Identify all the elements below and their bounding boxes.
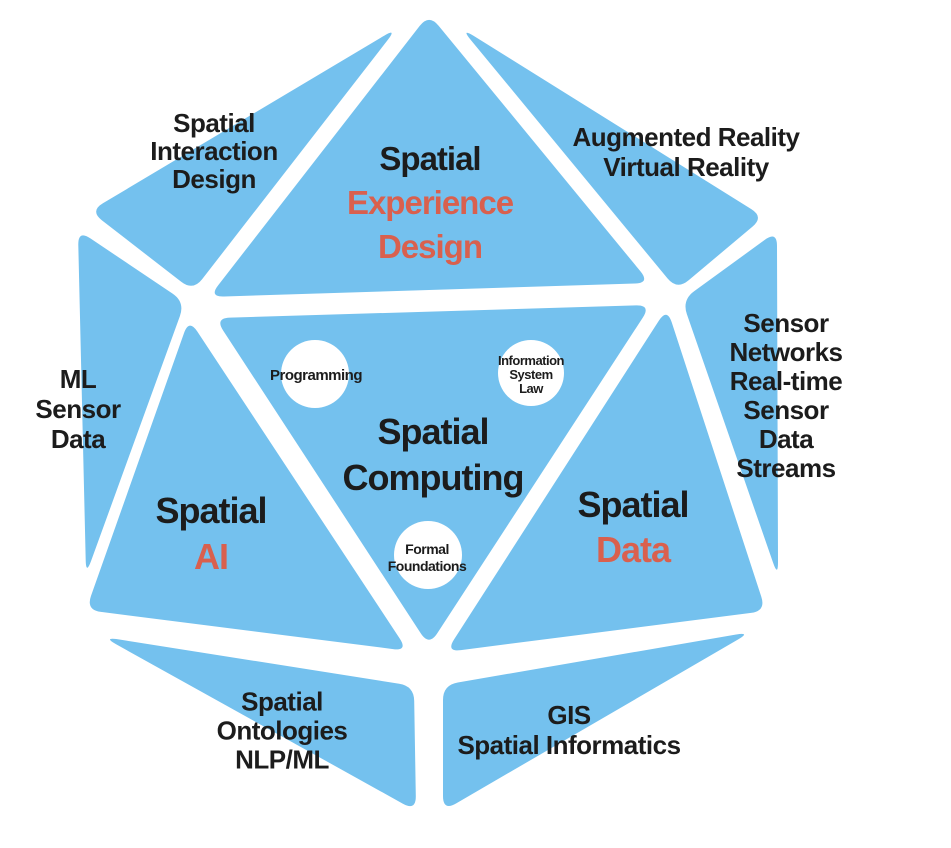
augmented-virtual-reality-label-line-2: Virtual Reality — [603, 152, 769, 182]
gis-spatial-informatics-label-line-1: GIS — [547, 700, 591, 730]
sensor-networks-streams-label-line-1: Sensor — [743, 308, 829, 338]
sensor-networks-streams-label-line-5: Data — [758, 424, 814, 454]
spatial-ai-label-line-2: AI — [193, 536, 229, 577]
spatial-computing-label-line-1: Spatial — [377, 411, 489, 452]
spatial-data-label-line-2: Data — [595, 529, 671, 570]
ml-sensor-data-label-line-1: ML — [59, 364, 97, 394]
programming-label: Programming — [269, 367, 363, 384]
spatial-interaction-design-flap — [96, 32, 392, 286]
spatial-data-triangle — [451, 314, 763, 651]
information-system-law-label-line-2: System — [509, 367, 553, 382]
sensor-networks-streams-label-line-2: Networks — [729, 337, 843, 367]
spatial-ontologies-label-line-2: Ontologies — [216, 715, 348, 746]
spatial-ontologies-flap — [109, 638, 416, 807]
formal-foundations-circle — [394, 521, 462, 589]
augmented-virtual-reality-flap — [466, 32, 758, 285]
sensor-networks-streams-label-line-6: Streams — [736, 453, 836, 483]
spatial-interaction-design-label-line-2: Interaction — [150, 136, 278, 166]
spatial-ai-label-line-1: Spatial — [155, 490, 267, 531]
spatial-computing-label-line-2: Computing — [342, 457, 525, 498]
formal-foundations-label-line-1: Formal — [405, 541, 449, 557]
spatial-experience-design-label-line-2: Experience — [346, 184, 514, 221]
ml-sensor-data-label-line-3: Data — [50, 424, 106, 454]
spatial-ai-triangle — [89, 325, 403, 650]
ml-sensor-data-label-line-2: Sensor — [35, 394, 121, 424]
programming-circle — [281, 340, 349, 408]
spatial-experience-design-label-line-1: Spatial — [379, 140, 481, 177]
sensor-networks-streams-label-line-3: Real-time — [729, 366, 843, 396]
spatial-interaction-design-label-line-3: Design — [172, 164, 256, 194]
augmented-virtual-reality-label-line-1: Augmented Reality — [572, 122, 801, 152]
spatial-ontologies-label-line-1: Spatial — [241, 686, 323, 717]
gis-spatial-informatics-label-line-2: Spatial Informatics — [457, 730, 681, 760]
spatial-ontologies-label-line-3: NLP/ML — [235, 744, 329, 775]
spatial-experience-design-label-line-3: Design — [377, 228, 483, 265]
information-system-law-circle — [498, 340, 564, 406]
ml-sensor-data-flap — [78, 235, 182, 568]
sensor-networks-flap — [685, 236, 778, 570]
formal-foundations-label-line-2: Foundations — [387, 558, 467, 574]
sensor-networks-streams-label-line-4: Sensor — [743, 395, 829, 425]
programming-label-line-1: Programming — [269, 367, 363, 384]
spatial-interaction-design-label-line-1: Spatial — [173, 108, 255, 138]
gis-spatial-informatics-flap — [443, 633, 745, 806]
information-system-law-label-line-3: Law — [519, 381, 543, 396]
spatial-experience-design-triangle — [214, 19, 645, 297]
spatial-data-label-line-1: Spatial — [577, 484, 689, 525]
information-system-law-label-line-1: Information — [498, 353, 565, 368]
